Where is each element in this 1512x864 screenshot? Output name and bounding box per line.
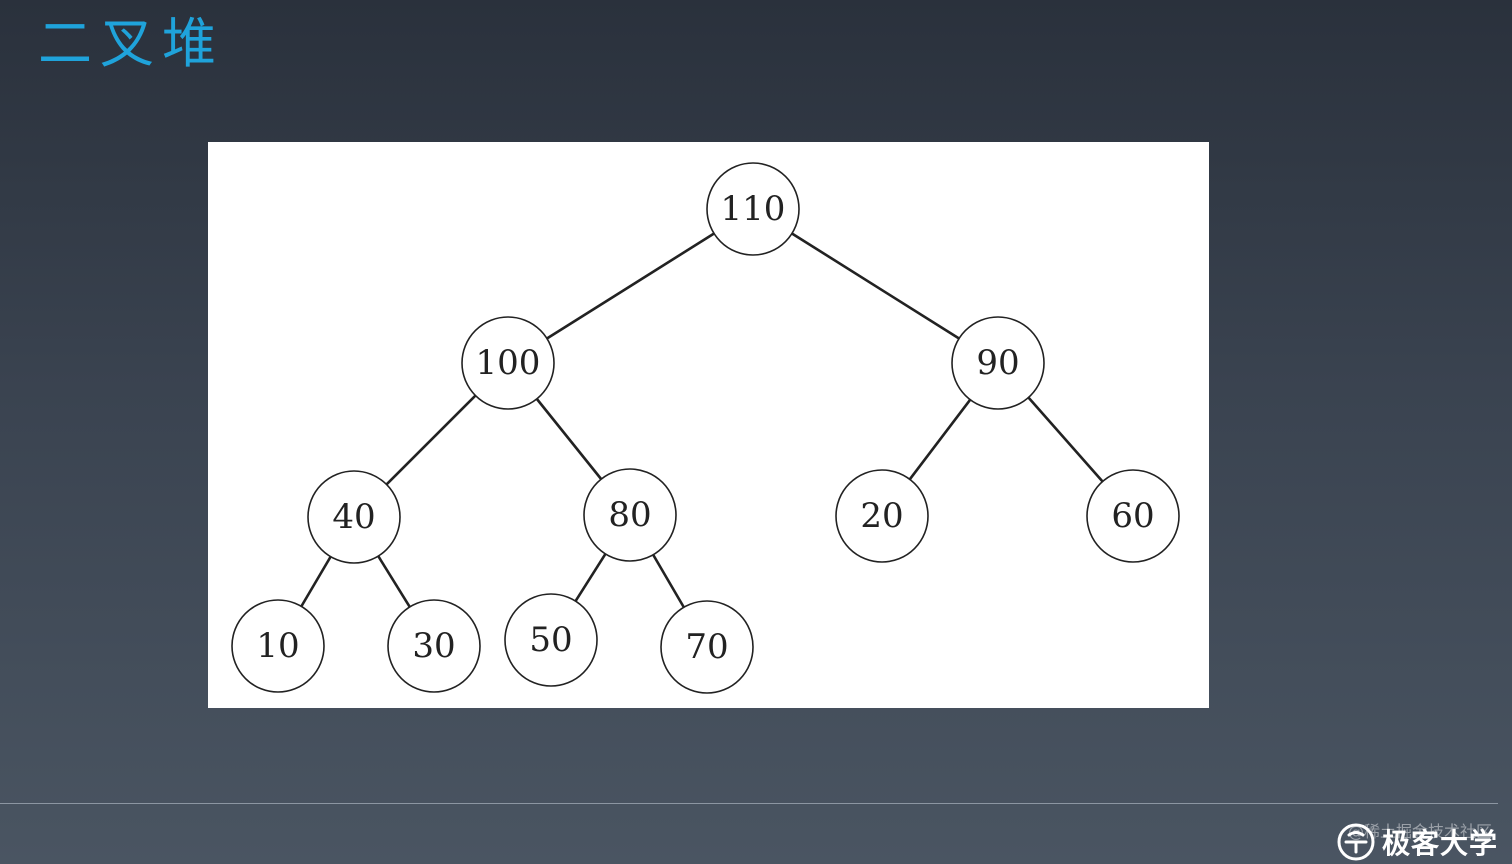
node-label: 20 <box>860 496 903 536</box>
heap-node: 80 <box>583 468 677 562</box>
node-circle <box>461 316 555 410</box>
node-label: 110 <box>721 189 786 229</box>
node-circle <box>387 599 481 693</box>
node-circle <box>951 316 1045 410</box>
slide-title: 二叉堆 <box>38 12 224 75</box>
node-label: 40 <box>332 497 375 537</box>
brand: 极客大学 <box>1336 822 1498 862</box>
node-circle <box>660 600 754 694</box>
node-circle <box>231 599 325 693</box>
edge-n40-n30 <box>377 555 411 608</box>
node-label: 90 <box>976 343 1019 383</box>
edge-n90-n20 <box>908 398 972 481</box>
edge-n80-n70 <box>652 554 685 608</box>
node-circle <box>1086 469 1180 563</box>
node-label: 10 <box>256 626 299 666</box>
heap-node: 60 <box>1086 469 1180 563</box>
edge-n110-n100 <box>546 232 715 340</box>
tree-canvas: 110 100 90 40 80 20 60 10 30 50 70 <box>231 162 1180 694</box>
watermark-text: @稀土掘金技术社区 <box>1347 822 1492 841</box>
edge-n90-n60 <box>1027 396 1104 483</box>
node-circle <box>307 470 401 564</box>
edge-n80-n50 <box>574 553 607 602</box>
edge-n100-n40 <box>385 394 477 486</box>
heap-node: 110 <box>706 162 800 256</box>
footer-divider <box>0 803 1498 804</box>
heap-node: 40 <box>307 470 401 564</box>
binary-heap-diagram: 110 100 90 40 80 20 60 10 30 50 70 <box>208 142 1209 708</box>
heap-node: 90 <box>951 316 1045 410</box>
node-circle <box>504 593 598 687</box>
node-label: 60 <box>1111 496 1154 536</box>
edge-n40-n10 <box>300 555 332 608</box>
node-circle <box>835 469 929 563</box>
heap-node: 70 <box>660 600 754 694</box>
brand-name: 极客大学 <box>1381 827 1498 860</box>
heap-node: 30 <box>387 599 481 693</box>
node-label: 80 <box>608 495 651 535</box>
node-circle <box>706 162 800 256</box>
node-label: 100 <box>476 343 541 383</box>
heap-node: 100 <box>461 316 555 410</box>
node-label: 70 <box>685 627 728 667</box>
node-label: 30 <box>412 626 455 666</box>
heap-node: 10 <box>231 599 325 693</box>
node-label: 50 <box>529 620 572 660</box>
heap-node: 20 <box>835 469 929 563</box>
heap-node: 50 <box>504 593 598 687</box>
node-circle <box>583 468 677 562</box>
edge-n100-n80 <box>535 398 603 480</box>
edge-n110-n90 <box>791 232 960 340</box>
geek-logo-icon <box>1337 823 1375 861</box>
